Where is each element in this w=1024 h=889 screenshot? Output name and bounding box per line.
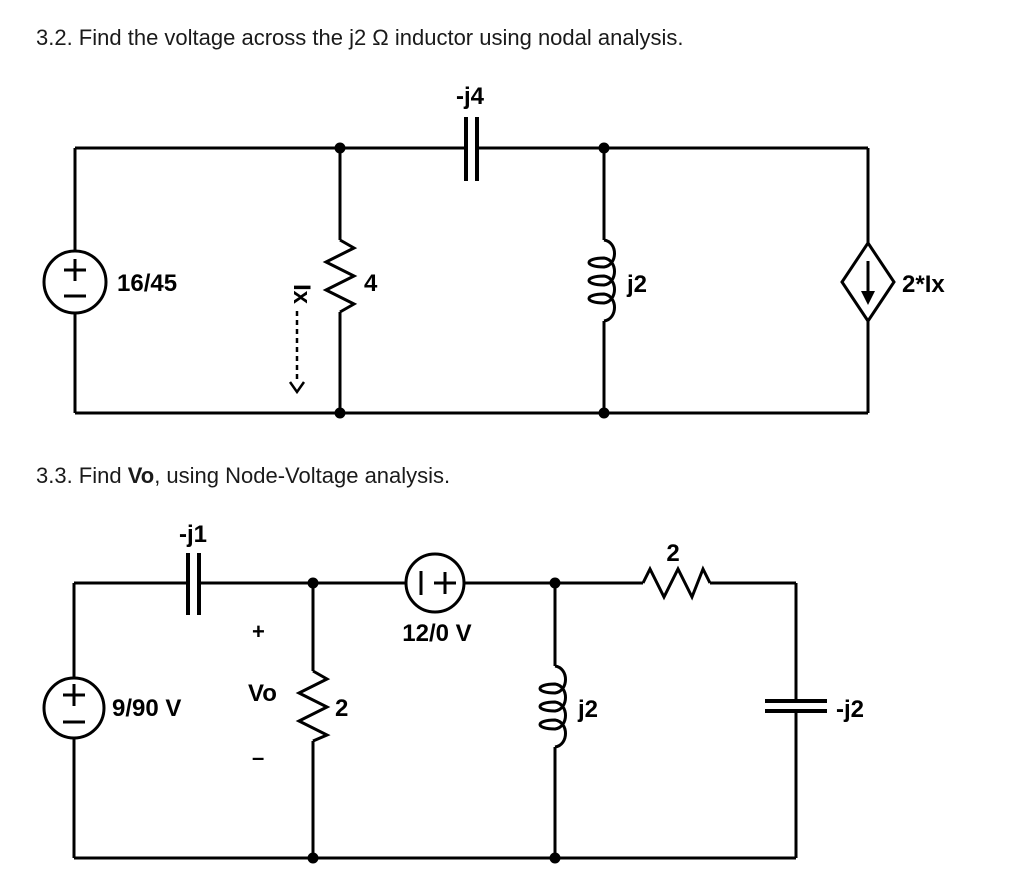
voltage-source-9-90	[42, 676, 106, 740]
inductor-j2-label: j2	[577, 696, 598, 723]
node-dot	[549, 577, 561, 589]
circuit-32-wires	[73, 146, 870, 415]
capacitor-j1-label: -j1	[179, 521, 207, 548]
node-dot	[307, 577, 319, 589]
resistor-2-vertical-label: 2	[335, 695, 348, 722]
resistor-2-vertical	[295, 669, 331, 743]
problem-32-title: 3.2. Find the voltage across the j2 Ω in…	[36, 25, 684, 51]
node-dot	[334, 407, 346, 419]
problem-33-title: 3.3. Find Vo, using Node-Voltage analysi…	[36, 463, 450, 489]
problem-33-title-pre: 3.3. Find	[36, 463, 128, 488]
vo-minus-label: –	[252, 745, 264, 770]
node-dot	[549, 852, 561, 864]
node-dot	[307, 852, 319, 864]
voltage-source-12-0	[404, 552, 466, 614]
ix-arrow-head	[288, 381, 306, 395]
circuit-33-node-dots	[307, 577, 561, 864]
capacitor-minus-j4	[464, 117, 479, 181]
node-dot	[598, 407, 610, 419]
plus-sign	[63, 684, 85, 706]
circuit-32-node-dots	[334, 142, 610, 419]
ix-label: Ix	[288, 284, 315, 305]
resistor-4-label: 4	[364, 270, 378, 297]
source-12-0-label: 12/0 V	[402, 620, 471, 647]
inductor-j2	[587, 238, 616, 323]
source-9-90-label: 9/90 V	[112, 695, 181, 722]
capacitor-plates	[765, 699, 827, 713]
circuit-33: -j1 9/90 V + Vo – 2 12/0 V j2 2 -j2	[42, 521, 864, 864]
plus-sign	[434, 572, 456, 594]
voltage-source-16-45	[42, 249, 108, 315]
plus-sign	[64, 259, 86, 281]
capacitor-j4-label: -j4	[456, 83, 485, 110]
circuit-32: -j4 16/45 4 Ix j2 2*Ix	[42, 83, 945, 419]
inductor-j2-label: j2	[626, 271, 647, 298]
voltage-source-circle	[42, 676, 106, 740]
problem-33-title-post: , using Node-Voltage analysis.	[154, 463, 451, 488]
capacitor-minus-j2	[765, 699, 827, 713]
capacitor-j2-label: -j2	[836, 696, 864, 723]
node-dot	[598, 142, 610, 154]
vo-label: Vo	[248, 680, 277, 707]
problem-33-title-vo: Vo	[127, 463, 155, 488]
problem-32-title-text: 3.2. Find the voltage across the j2 Ω in…	[36, 25, 684, 50]
vo-plus-label: +	[252, 619, 265, 644]
resistor-2-horizontal-label: 2	[666, 540, 679, 567]
capacitor-plates	[464, 117, 479, 181]
ix-current-arrow	[288, 311, 306, 395]
inductor-j2	[538, 664, 567, 749]
dependent-source-arrow-head	[861, 291, 875, 305]
dependent-source-label: 2*Ix	[902, 271, 945, 298]
resistor-2-horizontal	[641, 565, 712, 601]
source-16-45-label: 16/45	[117, 270, 177, 297]
capacitor-plates	[186, 553, 201, 615]
capacitor-minus-j1	[186, 553, 201, 615]
resistor-4	[322, 238, 358, 314]
voltage-source-circle	[42, 249, 108, 315]
node-dot	[334, 142, 346, 154]
dependent-current-source	[840, 240, 896, 324]
